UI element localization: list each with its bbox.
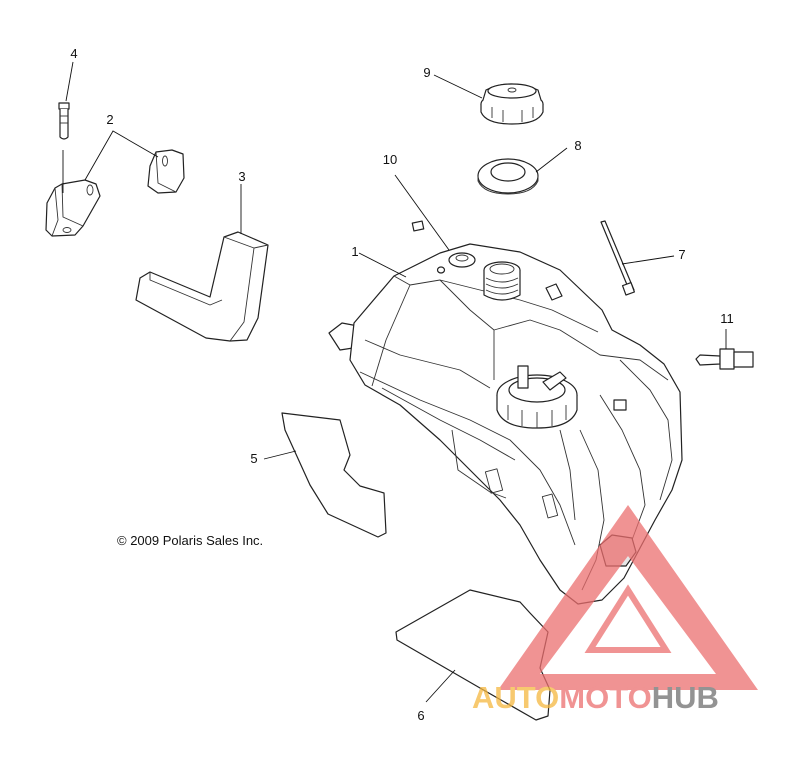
callout-2: 2 <box>106 112 113 127</box>
part-1-fuel-tank <box>328 243 683 605</box>
callout-8: 8 <box>574 138 581 153</box>
part-2-bracket-rear <box>147 149 185 194</box>
callout-5: 5 <box>250 451 257 466</box>
watermark-hub: HUB <box>652 680 719 715</box>
copyright-notice: © 2009 Polaris Sales Inc. <box>117 533 264 548</box>
leader-lines <box>62 61 727 703</box>
callout-3: 3 <box>238 169 245 184</box>
part-8-seal-ring <box>477 158 539 195</box>
callout-4: 4 <box>70 46 77 61</box>
callout-10: 10 <box>383 152 397 167</box>
watermark-moto: MOTO <box>559 680 651 715</box>
callout-9: 9 <box>423 65 430 80</box>
svg-text:AUTOMOTOHUB: AUTOMOTOHUB <box>472 680 719 715</box>
part-5-gasket <box>281 412 387 538</box>
part-10-pin <box>411 220 425 232</box>
watermark-auto: AUTO <box>472 680 559 715</box>
automotohub-watermark: AUTOMOTOHUB <box>472 505 758 715</box>
callout-labels: 1 2 3 4 5 6 7 8 9 10 11 <box>70 46 733 723</box>
part-3-foam-pad <box>135 231 269 342</box>
part-7-strap <box>600 220 636 296</box>
callout-6: 6 <box>417 708 424 723</box>
callout-7: 7 <box>678 247 685 262</box>
part-4-bolt <box>58 102 70 140</box>
callout-11: 11 <box>720 311 734 326</box>
part-2-bracket-front <box>45 179 101 237</box>
part-9-fuel-cap <box>480 83 544 125</box>
part-11-fitting <box>695 348 754 370</box>
callout-1: 1 <box>351 244 358 259</box>
watermark-triangle-icon <box>498 505 758 690</box>
